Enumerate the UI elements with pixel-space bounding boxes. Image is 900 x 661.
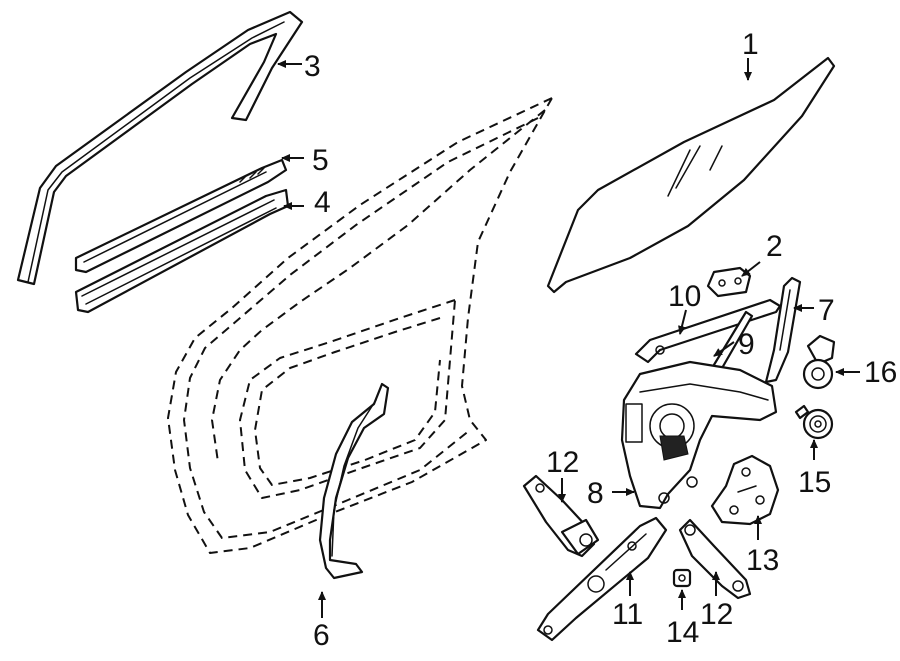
callout-labels: 1 2 3 4 5 6 7 8 9 10 11 12 12 13 14 15 1…: [304, 28, 897, 652]
callout-4: 4: [314, 186, 331, 219]
callout-1: 1: [742, 28, 759, 61]
inner-belt-weatherstrip: [74, 188, 290, 314]
clip: [672, 568, 692, 588]
run-channel-seal: [16, 10, 304, 286]
callout-15: 15: [798, 466, 831, 499]
rear-run-channel: [318, 382, 390, 580]
callout-16: 16: [864, 356, 897, 389]
hinge-strap-right: [678, 518, 752, 600]
door-glass: [546, 56, 836, 294]
callout-8: 8: [587, 477, 604, 510]
callout-12-left: 12: [546, 446, 579, 479]
motor-gear: [794, 404, 834, 440]
window-motor: [802, 334, 836, 390]
callout-6: 6: [313, 619, 330, 652]
callout-9: 9: [738, 328, 755, 361]
guide-block: [706, 266, 752, 298]
callout-11: 11: [612, 598, 643, 631]
leader-arrows: [277, 58, 860, 618]
callout-5: 5: [312, 144, 329, 177]
door-shell-outline: [167, 97, 553, 554]
lift-arm: [536, 516, 668, 642]
upper-glass-channel: [634, 298, 782, 364]
callout-2: 2: [766, 230, 783, 263]
hinge-plate: [710, 454, 780, 526]
callout-3: 3: [304, 50, 321, 83]
callout-7: 7: [818, 294, 835, 327]
sash-channel: [764, 276, 802, 384]
outer-belt-weatherstrip: [74, 158, 288, 274]
callout-14: 14: [666, 616, 699, 649]
callout-12-right: 12: [700, 598, 733, 631]
callout-10: 10: [668, 280, 701, 313]
callout-13: 13: [746, 544, 779, 577]
hinge-strap-left: [522, 474, 600, 558]
window-regulator: [620, 360, 778, 510]
